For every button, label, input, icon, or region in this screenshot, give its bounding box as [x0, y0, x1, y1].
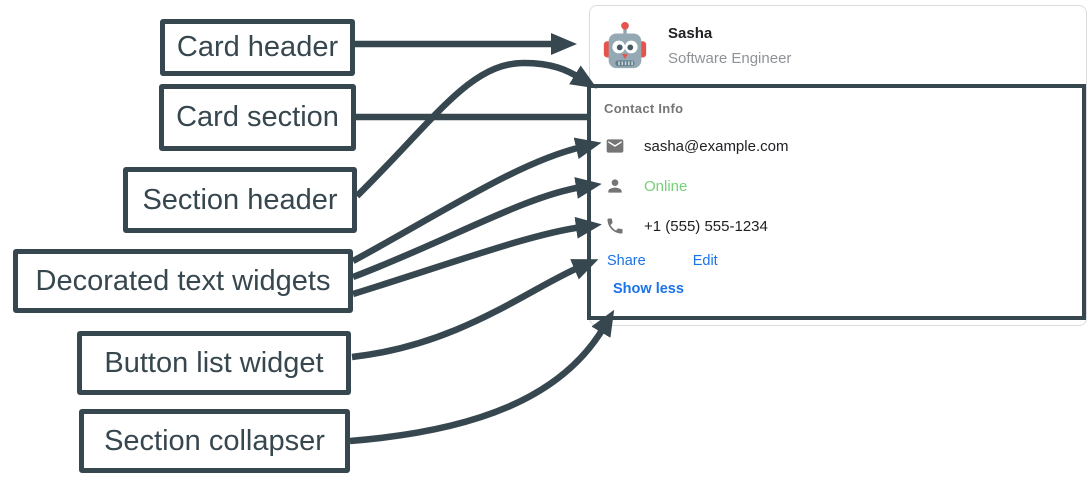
annotation-card-header: Card header [160, 19, 355, 76]
phone-text: +1 (555) 555-1234 [644, 217, 768, 235]
arrow-decorated-status [351, 177, 602, 281]
arrow-decorated-phone [352, 216, 602, 298]
card [589, 5, 1087, 326]
status-text: Online [644, 177, 688, 195]
person-icon [608, 179, 622, 193]
card-title: Sasha [668, 25, 713, 42]
robot-avatar-icon [603, 21, 647, 69]
decorated-text-phone: +1 (555) 555-1234 [605, 215, 768, 237]
annotation-button-list-widget: Button list widget [77, 331, 351, 395]
phone-icon [607, 218, 623, 234]
card-section-outline [587, 84, 1086, 320]
show-less-button[interactable]: Show less [613, 281, 684, 297]
annotation-section-header: Section header [123, 167, 357, 233]
edit-button[interactable]: Edit [692, 253, 718, 269]
arrow-decorated-email [351, 137, 602, 264]
card-subtitle: Software Engineer [668, 50, 792, 67]
annotation-section-collapser: Section collapser [79, 409, 350, 473]
button-list: Share Edit [607, 253, 718, 269]
arrow-section-header [354, 59, 598, 199]
arrow-button-list [351, 259, 599, 361]
annotation-decorated-text-widgets: Decorated text widgets [13, 249, 353, 313]
decorated-text-status: Online [605, 175, 687, 197]
card-header-area: Sasha Software Engineer [589, 5, 1087, 85]
section-header-title: Contact Info [604, 101, 684, 116]
arrow-section-collapser [349, 309, 615, 445]
email-text: sasha@example.com [644, 137, 789, 155]
annotation-card-section: Card section [159, 84, 356, 151]
email-icon [606, 139, 624, 153]
share-button[interactable]: Share [607, 253, 646, 269]
decorated-text-email: sasha@example.com [605, 135, 788, 157]
